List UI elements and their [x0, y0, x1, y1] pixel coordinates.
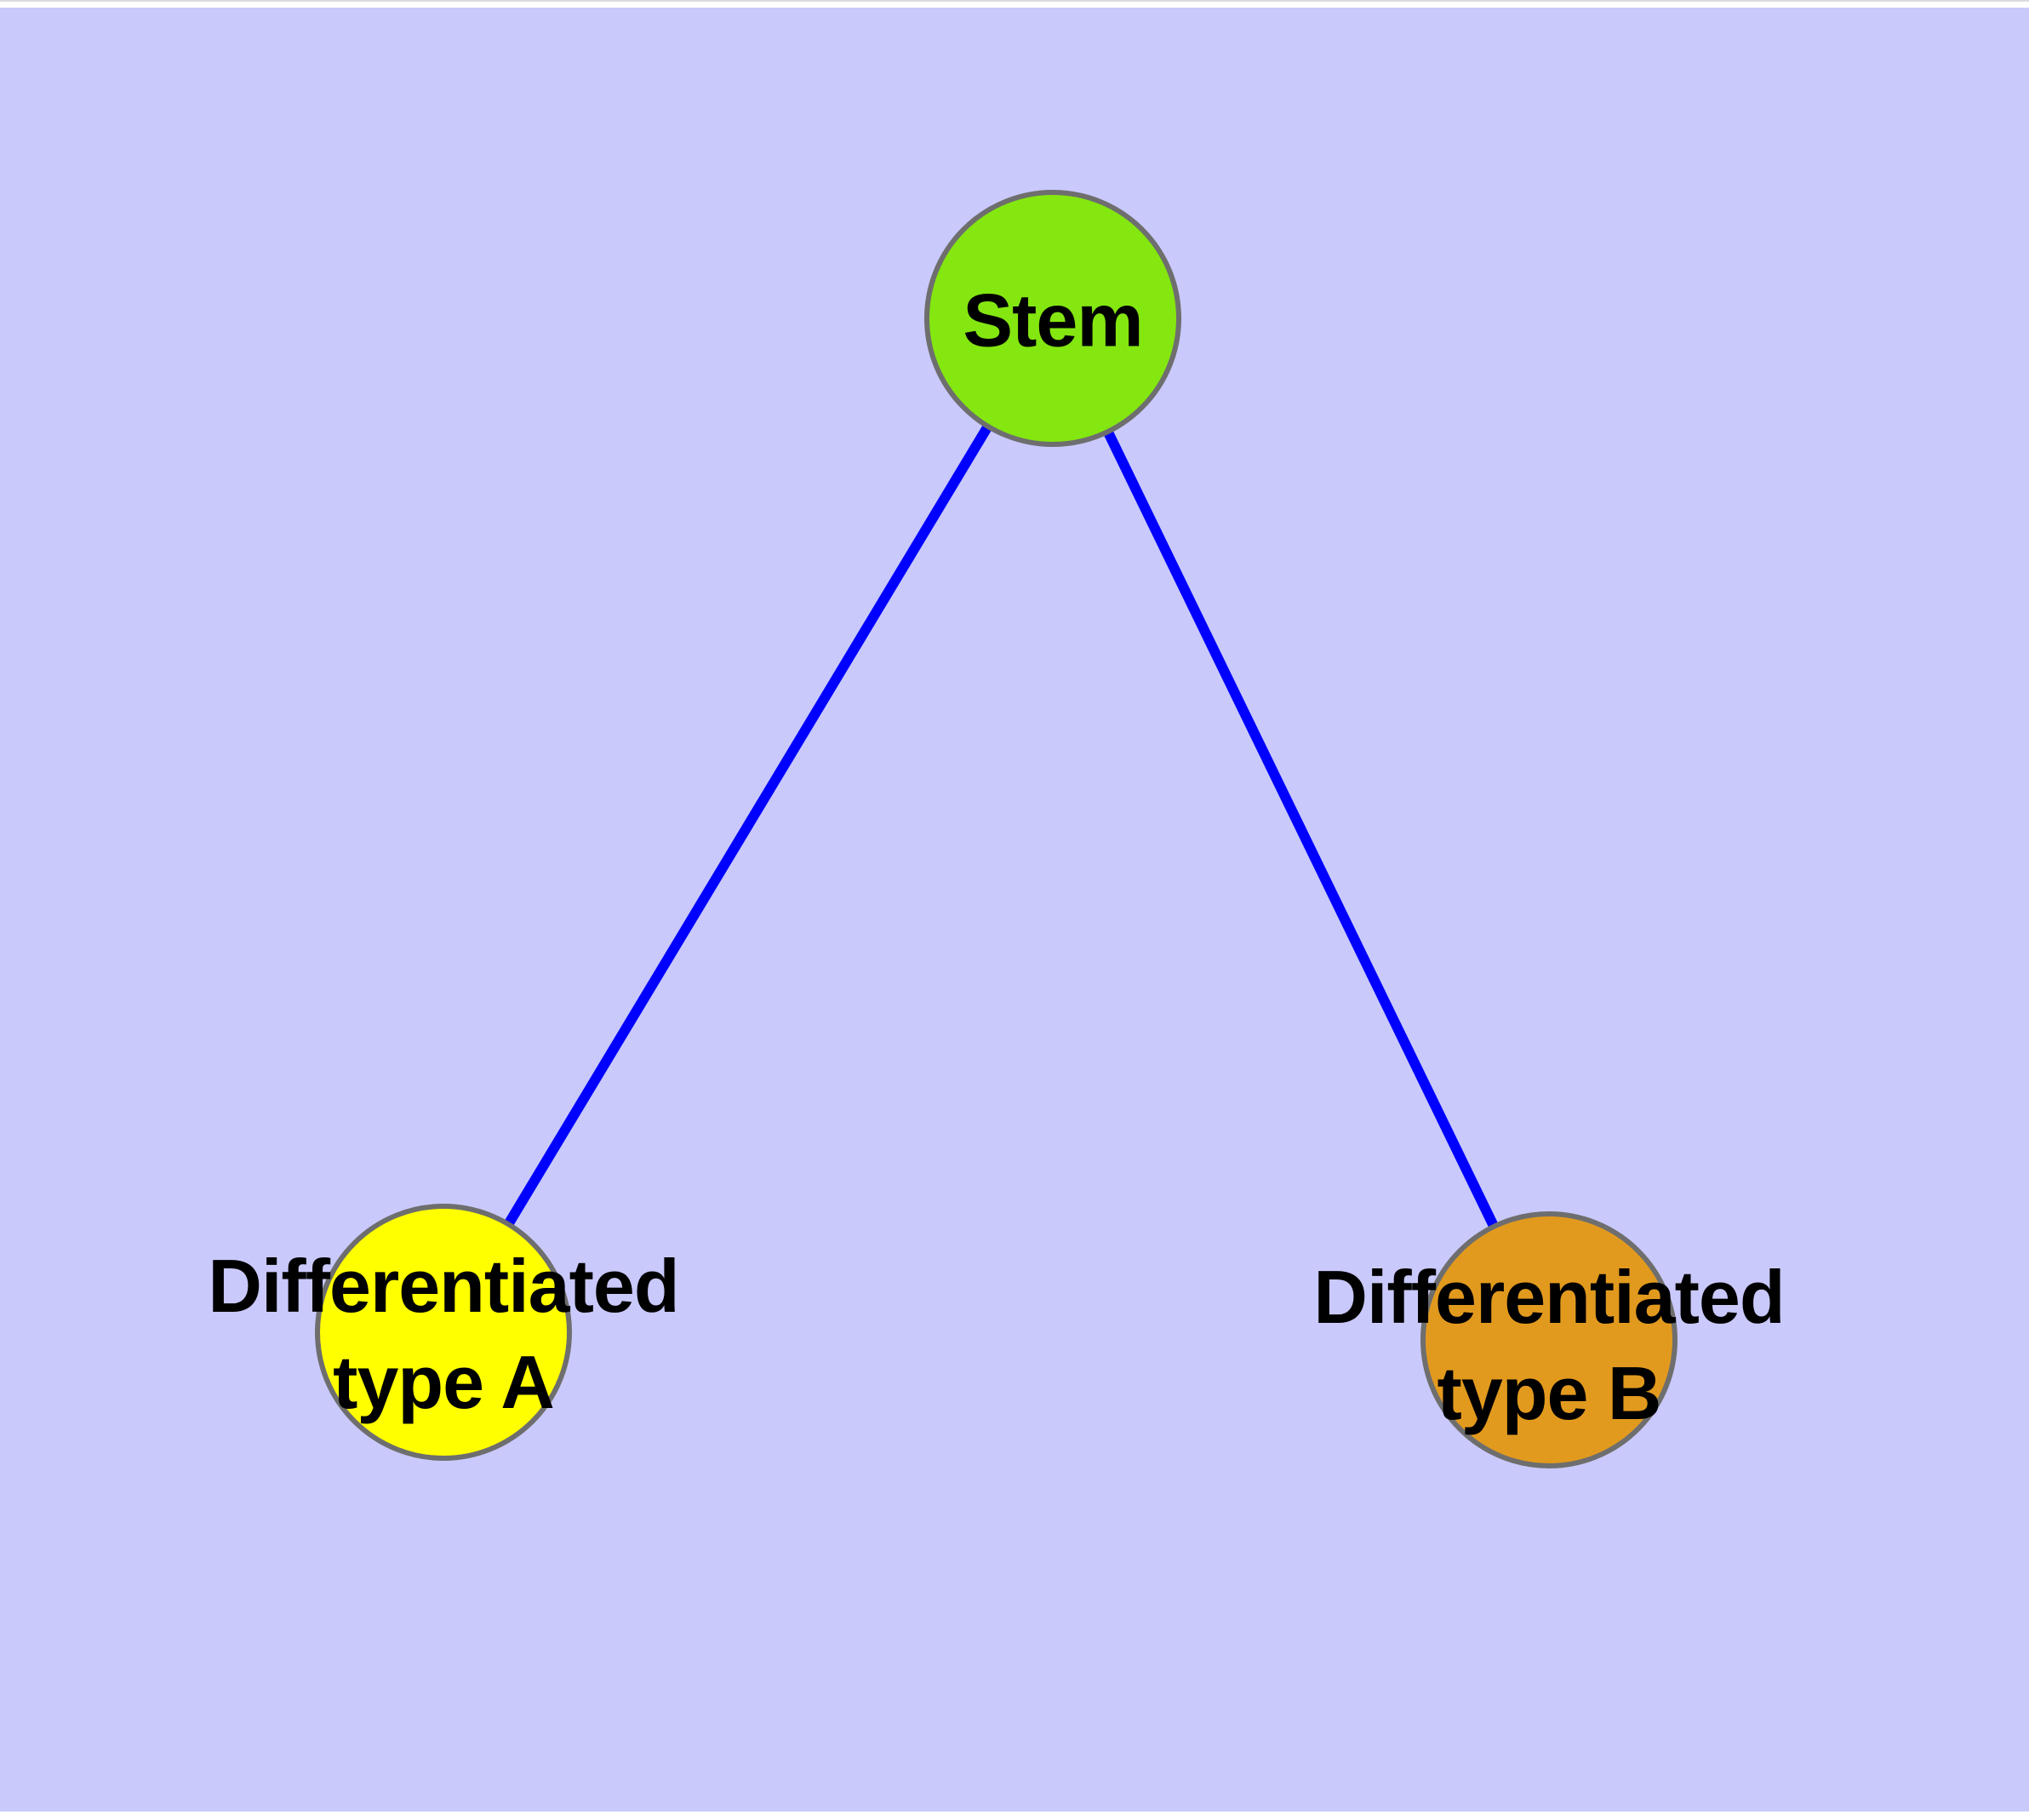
node-label-differentiated-type-b: Differentiated type B — [1313, 1255, 1785, 1435]
node-label-differentiated-type-a: Differentiated type A — [208, 1244, 679, 1424]
top-margin — [0, 0, 2029, 8]
edge-stem-to-type-a — [438, 315, 1058, 1336]
edge-stem-to-type-b — [1048, 316, 1554, 1342]
node-circle-stem — [924, 190, 1181, 447]
bottom-margin — [0, 1811, 2029, 1820]
node-circle-differentiated-type-b — [1420, 1211, 1677, 1468]
node-label-stem: Stem — [963, 278, 1143, 363]
node-circle-differentiated-type-a — [315, 1204, 572, 1461]
